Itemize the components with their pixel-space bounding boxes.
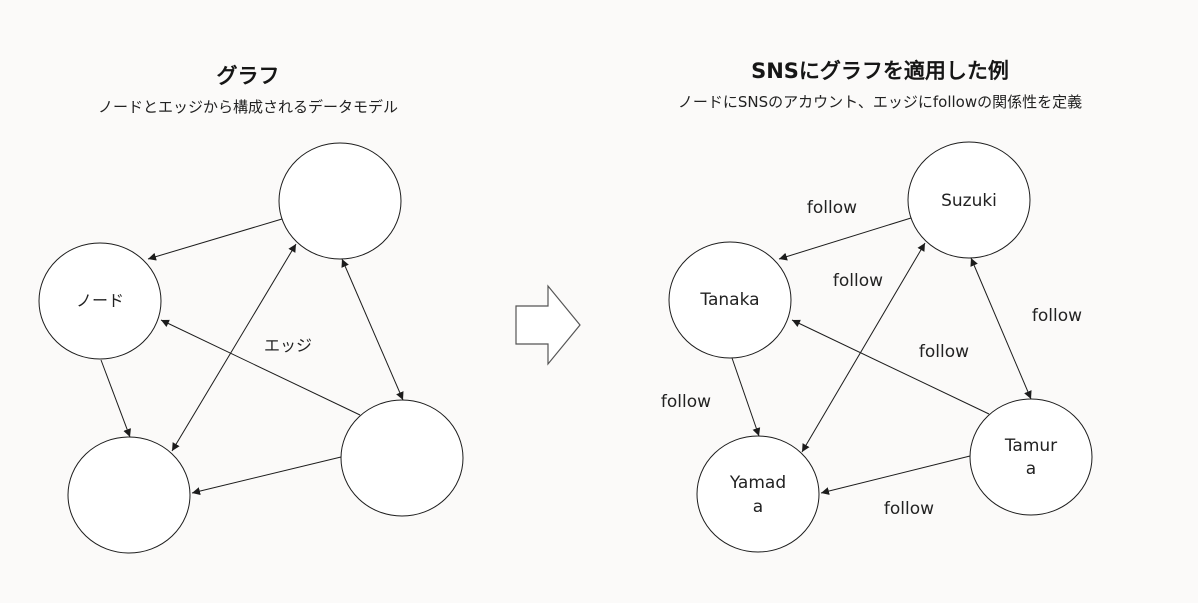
edge-label-suzuki-yamada: follow — [833, 271, 883, 291]
transform-arrow-icon — [515, 284, 581, 366]
node-suzuki — [907, 141, 1031, 259]
generic-nodes — [38, 142, 464, 554]
edge-suzuki-tamura-bidirectional — [970, 257, 1032, 400]
sns-title: SNSにグラフを適用した例 — [751, 59, 1009, 83]
generic-graph: ノード エッジ — [38, 142, 464, 554]
node-label-yamada-line2: a — [753, 497, 763, 517]
node-tamura — [969, 398, 1093, 516]
graph-subtitle: ノードとエッジから構成されるデータモデル — [97, 98, 398, 116]
edge-tamura-to-tanaka — [791, 319, 990, 415]
graph-title: グラフ — [216, 64, 280, 88]
edge-label-tanaka-yamada: follow — [661, 392, 711, 412]
edge-label-tamura-tanaka: follow — [919, 342, 969, 362]
node-label: ノード — [76, 291, 124, 310]
edge-tamura-to-yamada — [820, 455, 971, 495]
edge-label-suzuki-tanaka: follow — [807, 198, 857, 218]
sns-edge-labels: follow follow follow follow follow follo… — [661, 198, 1082, 519]
generic-edges — [100, 218, 404, 496]
node-label-tamura-line2: a — [1026, 459, 1036, 479]
edge-suzuki-to-tanaka — [778, 217, 912, 261]
node-bottom-left — [67, 436, 191, 554]
node-label-tanaka: Tanaka — [699, 290, 759, 310]
graph-heading: グラフ ノードとエッジから構成されるデータモデル — [60, 62, 436, 118]
node-yamada — [696, 435, 820, 553]
node-label-yamada-line1: Yamad — [729, 473, 786, 493]
sns-subtitle: ノードにSNSのアカウント、エッジにfollowの関係性を定義 — [677, 93, 1083, 111]
edge-bottomright-to-bottomleft — [191, 456, 342, 496]
sns-node-labels: Suzuki Tanaka Yamad a Tamur a — [699, 191, 1057, 517]
node-tanaka — [668, 241, 792, 359]
sns-graph: Suzuki Tanaka Yamad a Tamur a follow fol… — [661, 141, 1093, 553]
node-labeled — [38, 242, 162, 360]
sns-nodes — [668, 141, 1093, 553]
edge-suzuki-yamada-bidirectional — [801, 242, 926, 453]
edge-top-bottomright-bidirectional — [341, 258, 404, 401]
edge-label-suzuki-tamura: follow — [1032, 306, 1082, 326]
sns-edges — [731, 217, 1032, 495]
node-top — [278, 142, 402, 260]
edge-top-bottomleft-bidirectional — [171, 243, 297, 452]
node-label-tamura-line1: Tamur — [1004, 436, 1057, 456]
node-bottom-right — [340, 399, 464, 517]
edge-label-tamura-yamada: follow — [884, 499, 934, 519]
edge-label: エッジ — [264, 336, 312, 355]
sns-heading: SNSにグラフを適用した例 ノードにSNSのアカウント、エッジにfollowの関… — [630, 57, 1130, 113]
node-label-suzuki: Suzuki — [941, 191, 997, 211]
edge-node-to-bottomleft — [100, 359, 131, 438]
edge-top-to-node — [147, 218, 283, 261]
edge-bottomright-to-node — [160, 319, 361, 416]
edge-tanaka-to-yamada — [731, 357, 761, 437]
